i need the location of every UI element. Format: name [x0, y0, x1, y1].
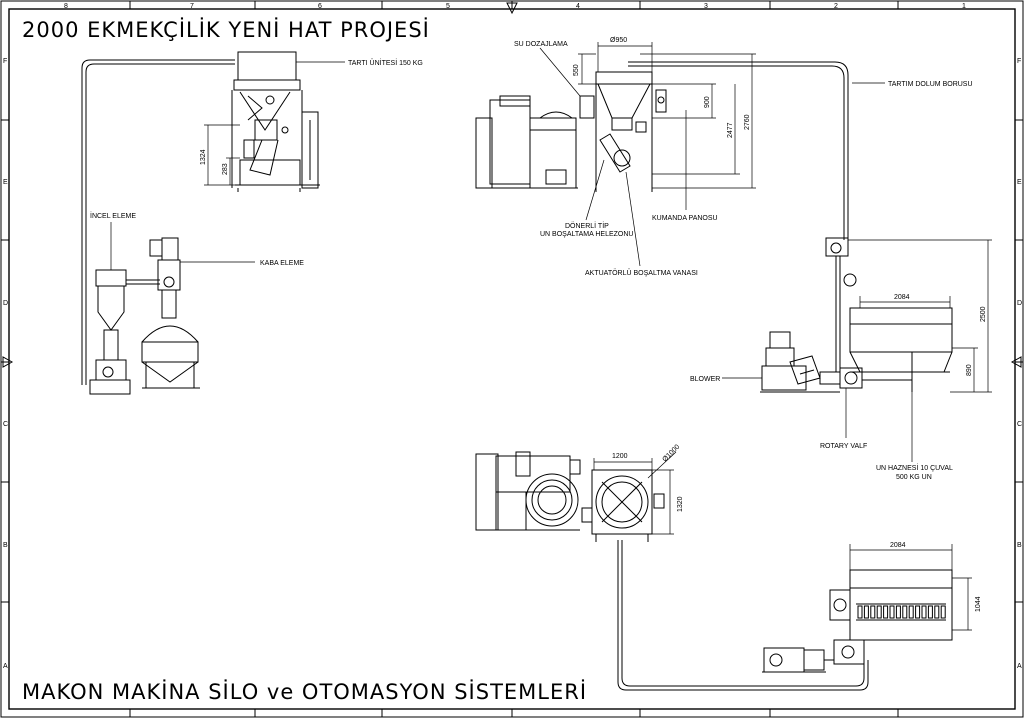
- label-un-haznesi: UN HAZNESİ 10 ÇUVAL: [876, 463, 953, 472]
- hopper-rib: [940, 605, 946, 619]
- kneader-bottom: [475, 451, 665, 542]
- label-aktuatorlu-bosaltma-vanasi: AKTUATÖRLÜ BOŞALTMA VANASI: [585, 269, 698, 277]
- dim-1044: 1044: [975, 596, 982, 612]
- hopper-rib: [889, 605, 895, 619]
- zone-number: 3: [704, 3, 708, 10]
- dim-890: 890: [966, 364, 973, 376]
- sieve-station: [89, 237, 200, 395]
- company-footer: MAKON MAKİNA SİLO ve OTOMASYON SİSTEMLER…: [22, 680, 588, 704]
- dim-1000: Ø1000: [661, 444, 681, 464]
- label-kaba-eleme: KABA ELEME: [260, 260, 304, 267]
- hopper-rib: [870, 605, 876, 619]
- dim-1324: 1324: [200, 149, 207, 165]
- zone-letter: E: [1017, 179, 1022, 186]
- zone-letter: C: [1017, 421, 1022, 428]
- hopper-rib: [934, 605, 940, 619]
- label-su-dozajlama: SU DOZAJLAMA: [514, 41, 568, 48]
- frame-zone-labels: 8 7 6 5 4 3 2 1 F E D C B A F E D C B A: [3, 3, 1022, 670]
- dim-900: 900: [704, 96, 711, 108]
- zone-number: 1: [962, 3, 966, 10]
- flour-hopper-bottom: [762, 569, 953, 673]
- zone-letter: B: [3, 542, 8, 549]
- dim-2084-lower: 2084: [890, 542, 906, 549]
- weighing-unit: [231, 51, 320, 192]
- hopper-rib: [857, 605, 863, 619]
- dim-550: 550: [573, 64, 580, 76]
- kneader-top: [475, 71, 667, 192]
- hopper-rib: [915, 605, 921, 619]
- zone-letter: E: [3, 179, 8, 186]
- label-blower: BLOWER: [690, 376, 720, 383]
- flour-hopper-station: [760, 237, 953, 393]
- zone-letter: D: [1017, 300, 1022, 307]
- zone-letter: A: [3, 663, 8, 670]
- label-kumanda-panosu: KUMANDA PANOSU: [652, 215, 718, 222]
- zone-letter: A: [1017, 663, 1022, 670]
- zone-letter: F: [1017, 58, 1021, 65]
- dim-283: 283: [222, 163, 229, 175]
- dim-2084-upper: 2084: [894, 294, 910, 301]
- zone-number: 4: [576, 3, 580, 10]
- dim-1320: 1320: [677, 496, 684, 512]
- drawing-title: 2000 EKMEKÇİLİK YENİ HAT PROJESİ: [22, 18, 430, 42]
- zone-letter: D: [3, 300, 8, 307]
- hopper-rib: [895, 605, 901, 619]
- zone-number: 2: [834, 3, 838, 10]
- hopper-rib: [921, 605, 927, 619]
- label-rotary-valf: ROTARY VALF: [820, 443, 867, 450]
- transport-pipes: [81, 59, 869, 691]
- label-un-haznesi-kg: 500 KG UN: [896, 474, 932, 481]
- dim-2760: 2760: [744, 114, 751, 130]
- hopper-rib: [876, 605, 882, 619]
- dim-1200: 1200: [612, 453, 628, 460]
- zone-letter: B: [1017, 542, 1022, 549]
- zone-number: 6: [318, 3, 322, 10]
- label-tarti-unitesi: TARTI ÜNİTESİ 150 KG: [348, 58, 423, 67]
- label-donerli-tip-helezon: UN BOŞALTAMA HELEZONU: [540, 231, 633, 238]
- zone-number: 8: [64, 3, 68, 10]
- zone-number: 5: [446, 3, 450, 10]
- dim-950: Ø950: [610, 37, 627, 44]
- zone-letter: C: [3, 421, 8, 428]
- dim-2477: 2477: [727, 122, 734, 138]
- label-tartim-dolum-borusu: TARTIM DOLUM BORUSU: [888, 81, 973, 88]
- label-incel-eleme: İNCEL ELEME: [90, 211, 136, 220]
- hopper-rib: [927, 605, 933, 619]
- dim-2500: 2500: [980, 306, 987, 322]
- hopper-rib: [883, 605, 889, 619]
- label-donerli-tip: DÖNERLİ TİP: [565, 221, 609, 230]
- zone-letter: F: [3, 58, 7, 65]
- hopper-rib: [863, 605, 869, 619]
- hopper-rib: [902, 605, 908, 619]
- hopper-rib: [908, 605, 914, 619]
- zone-number: 7: [190, 3, 194, 10]
